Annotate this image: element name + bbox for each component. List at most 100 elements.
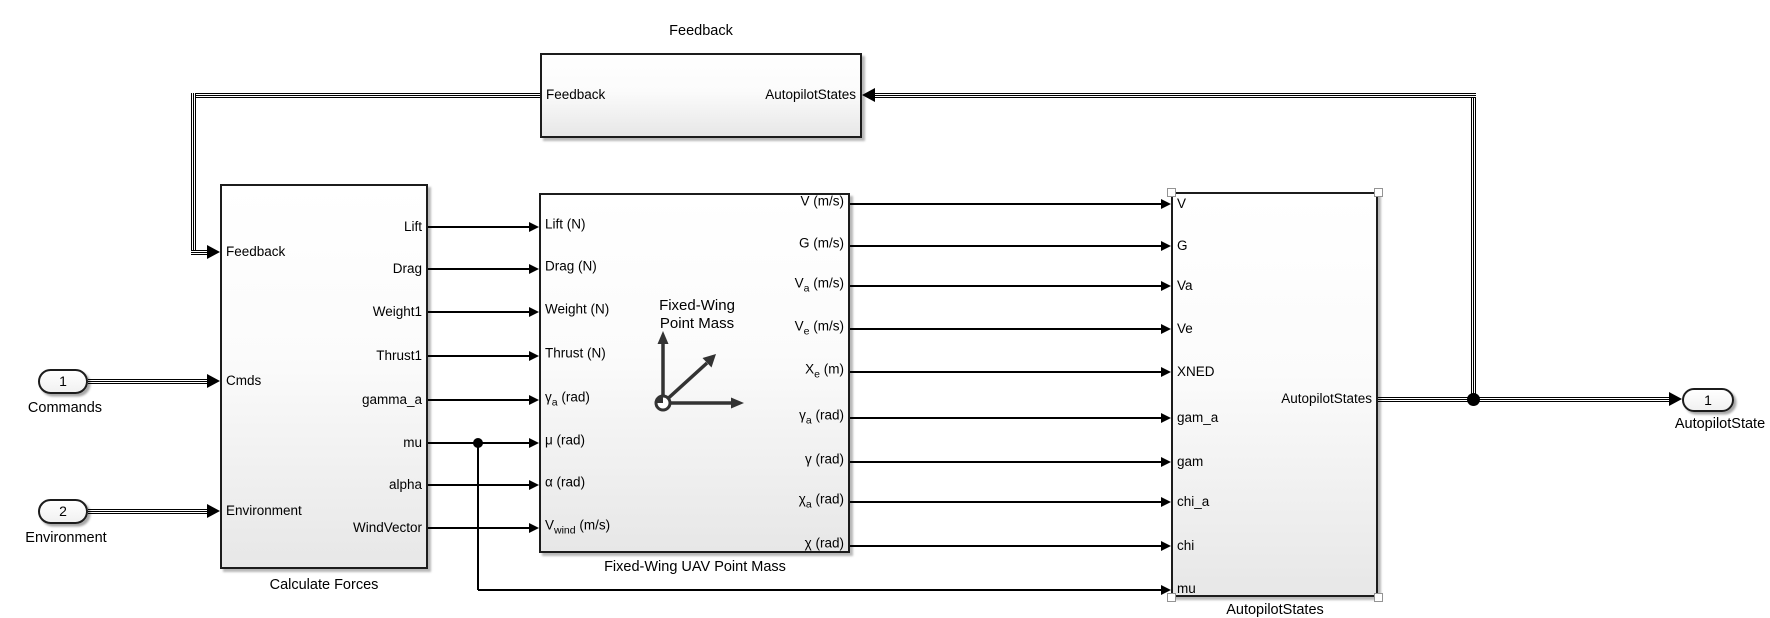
calc-output-windvector-label: WindVector (352, 520, 422, 535)
arrowhead-v (1161, 199, 1171, 209)
wire-ve[interactable] (850, 328, 1161, 330)
wire-gamma-a[interactable] (428, 399, 529, 401)
bus-input-mu-label: mu (1177, 581, 1196, 596)
feedback-input-label: AutopilotStates (765, 87, 856, 102)
wire-chi-a[interactable] (850, 501, 1161, 503)
selection-handle-ne[interactable] (1373, 187, 1383, 197)
bus-input-xned-label: XNED (1177, 364, 1215, 379)
wire-v[interactable] (850, 203, 1161, 205)
arrowhead-feedback-block-in (862, 88, 875, 102)
wire-feedback-top[interactable] (191, 92, 540, 98)
selection-handle-nw[interactable] (1166, 187, 1176, 197)
block-calculate-forces[interactable] (220, 184, 428, 569)
wire-chi[interactable] (850, 545, 1161, 547)
inport-2-label[interactable]: Environment (25, 530, 107, 546)
arrowhead-weight (529, 307, 539, 317)
outport-1-label[interactable]: AutopilotState (1674, 416, 1766, 432)
wire-gam-a[interactable] (850, 417, 1161, 419)
wire-weight[interactable] (428, 311, 529, 313)
uav-name-label[interactable]: Fixed-Wing UAV Point Mass (604, 559, 786, 575)
wire-drag[interactable] (428, 268, 529, 270)
wire-feedback-stub[interactable] (191, 249, 207, 255)
arrowhead-ve (1161, 324, 1171, 334)
uav-input-thrust-label: Thrust (N) (545, 345, 606, 361)
inport-1[interactable]: 1 (38, 369, 88, 394)
arrowhead-alpha (529, 480, 539, 490)
wire-va[interactable] (850, 285, 1161, 287)
uav-output-gamma-label: γ (rad) (804, 451, 844, 467)
arrowhead-chi (1161, 541, 1171, 551)
arrowhead-cmds (207, 374, 220, 388)
wire-environment-bus[interactable] (88, 508, 207, 514)
arrowhead-thrust (529, 351, 539, 361)
inport-1-number: 1 (59, 373, 67, 389)
outport-1-number: 1 (1704, 392, 1712, 408)
arrowhead-feedback-in (207, 245, 220, 259)
uav-output-va-label: Va (m/s) (794, 275, 844, 295)
uav-output-ve-label: Ve (m/s) (794, 318, 844, 338)
wire-gam[interactable] (850, 461, 1161, 463)
block-feedback[interactable] (540, 53, 862, 138)
arrowhead-lift (529, 222, 539, 232)
block-bus-autopilotstates[interactable] (1171, 192, 1378, 597)
bus-input-va-label: Va (1177, 278, 1193, 293)
arrowhead-xned (1161, 367, 1171, 377)
wire-autopilotstates-return[interactable] (875, 92, 1476, 98)
inport-1-label[interactable]: Commands (27, 400, 103, 416)
bus-name-label[interactable]: AutopilotStates (1226, 602, 1324, 618)
uav-input-gamma-a-label: γa (rad) (545, 389, 590, 409)
outport-1[interactable]: 1 (1682, 388, 1734, 412)
bus-input-chi-a-label: chi_a (1177, 494, 1210, 509)
arrowhead-gam-a (1161, 413, 1171, 423)
bus-input-gam-a-label: gam_a (1177, 410, 1219, 425)
bus-input-chi-label: chi (1177, 538, 1195, 553)
wire-autopilotstates-up[interactable] (1470, 92, 1476, 402)
uav-output-chi-a-label: χa (rad) (798, 491, 844, 511)
selection-handle-sw[interactable] (1166, 592, 1176, 602)
calc-output-alpha-label: alpha (388, 477, 422, 492)
calc-input-environment-label: Environment (226, 503, 302, 518)
bus-input-ve-label: Ve (1177, 321, 1193, 336)
uav-input-alpha-label: α (rad) (545, 474, 586, 490)
calc-input-feedback-label: Feedback (226, 244, 286, 259)
wire-thrust[interactable] (428, 355, 529, 357)
arrowhead-va (1161, 281, 1171, 291)
calc-output-mu-label: mu (403, 435, 422, 450)
wire-autopilotstates-out[interactable] (1378, 396, 1669, 402)
uav-input-lift-label: Lift (N) (545, 216, 586, 232)
calc-output-lift-label: Lift (403, 219, 422, 234)
arrowhead-chi-a (1161, 497, 1171, 507)
calc-output-gamma-a-label: gamma_a (361, 392, 422, 407)
feedback-block-title[interactable]: Feedback (669, 23, 733, 39)
arrowhead-drag (529, 264, 539, 274)
uav-input-weight-label: Weight (N) (545, 301, 610, 317)
arrowhead-outport (1669, 392, 1682, 406)
arrowhead-gamma-a (529, 395, 539, 405)
arrowhead-mu-bus (1161, 585, 1171, 595)
arrowhead-gam (1161, 457, 1171, 467)
arrowhead-environment (207, 504, 220, 518)
wire-g[interactable] (850, 245, 1161, 247)
uav-output-g-label: G (m/s) (799, 235, 844, 251)
uav-icon-text: Fixed-Wing Point Mass (659, 297, 735, 332)
arrowhead-mu (529, 438, 539, 448)
uav-output-gamma-a-label: γa (rad) (799, 407, 844, 427)
bus-input-g-label: G (1177, 238, 1188, 253)
uav-input-mu-label: μ (rad) (545, 432, 586, 448)
bus-output-label: AutopilotStates (1281, 391, 1372, 406)
axes-icon (654, 331, 744, 412)
selection-handle-se[interactable] (1373, 592, 1383, 602)
inport-2-number: 2 (59, 503, 67, 519)
inport-2[interactable]: 2 (38, 499, 88, 524)
wire-feedback-down[interactable] (191, 92, 196, 255)
wire-mu-branch-down[interactable] (477, 443, 479, 590)
junction-dot-autopilotstates (1466, 392, 1480, 406)
calculate-forces-name-label[interactable]: Calculate Forces (269, 577, 379, 593)
wire-xned[interactable] (850, 371, 1161, 373)
wire-commands-bus[interactable] (88, 378, 207, 384)
wire-lift[interactable] (428, 226, 529, 228)
uav-output-xe-label: Xe (m) (805, 361, 844, 381)
wire-mu-branch-right[interactable] (478, 589, 1161, 591)
bus-input-v-label: V (1177, 196, 1187, 211)
